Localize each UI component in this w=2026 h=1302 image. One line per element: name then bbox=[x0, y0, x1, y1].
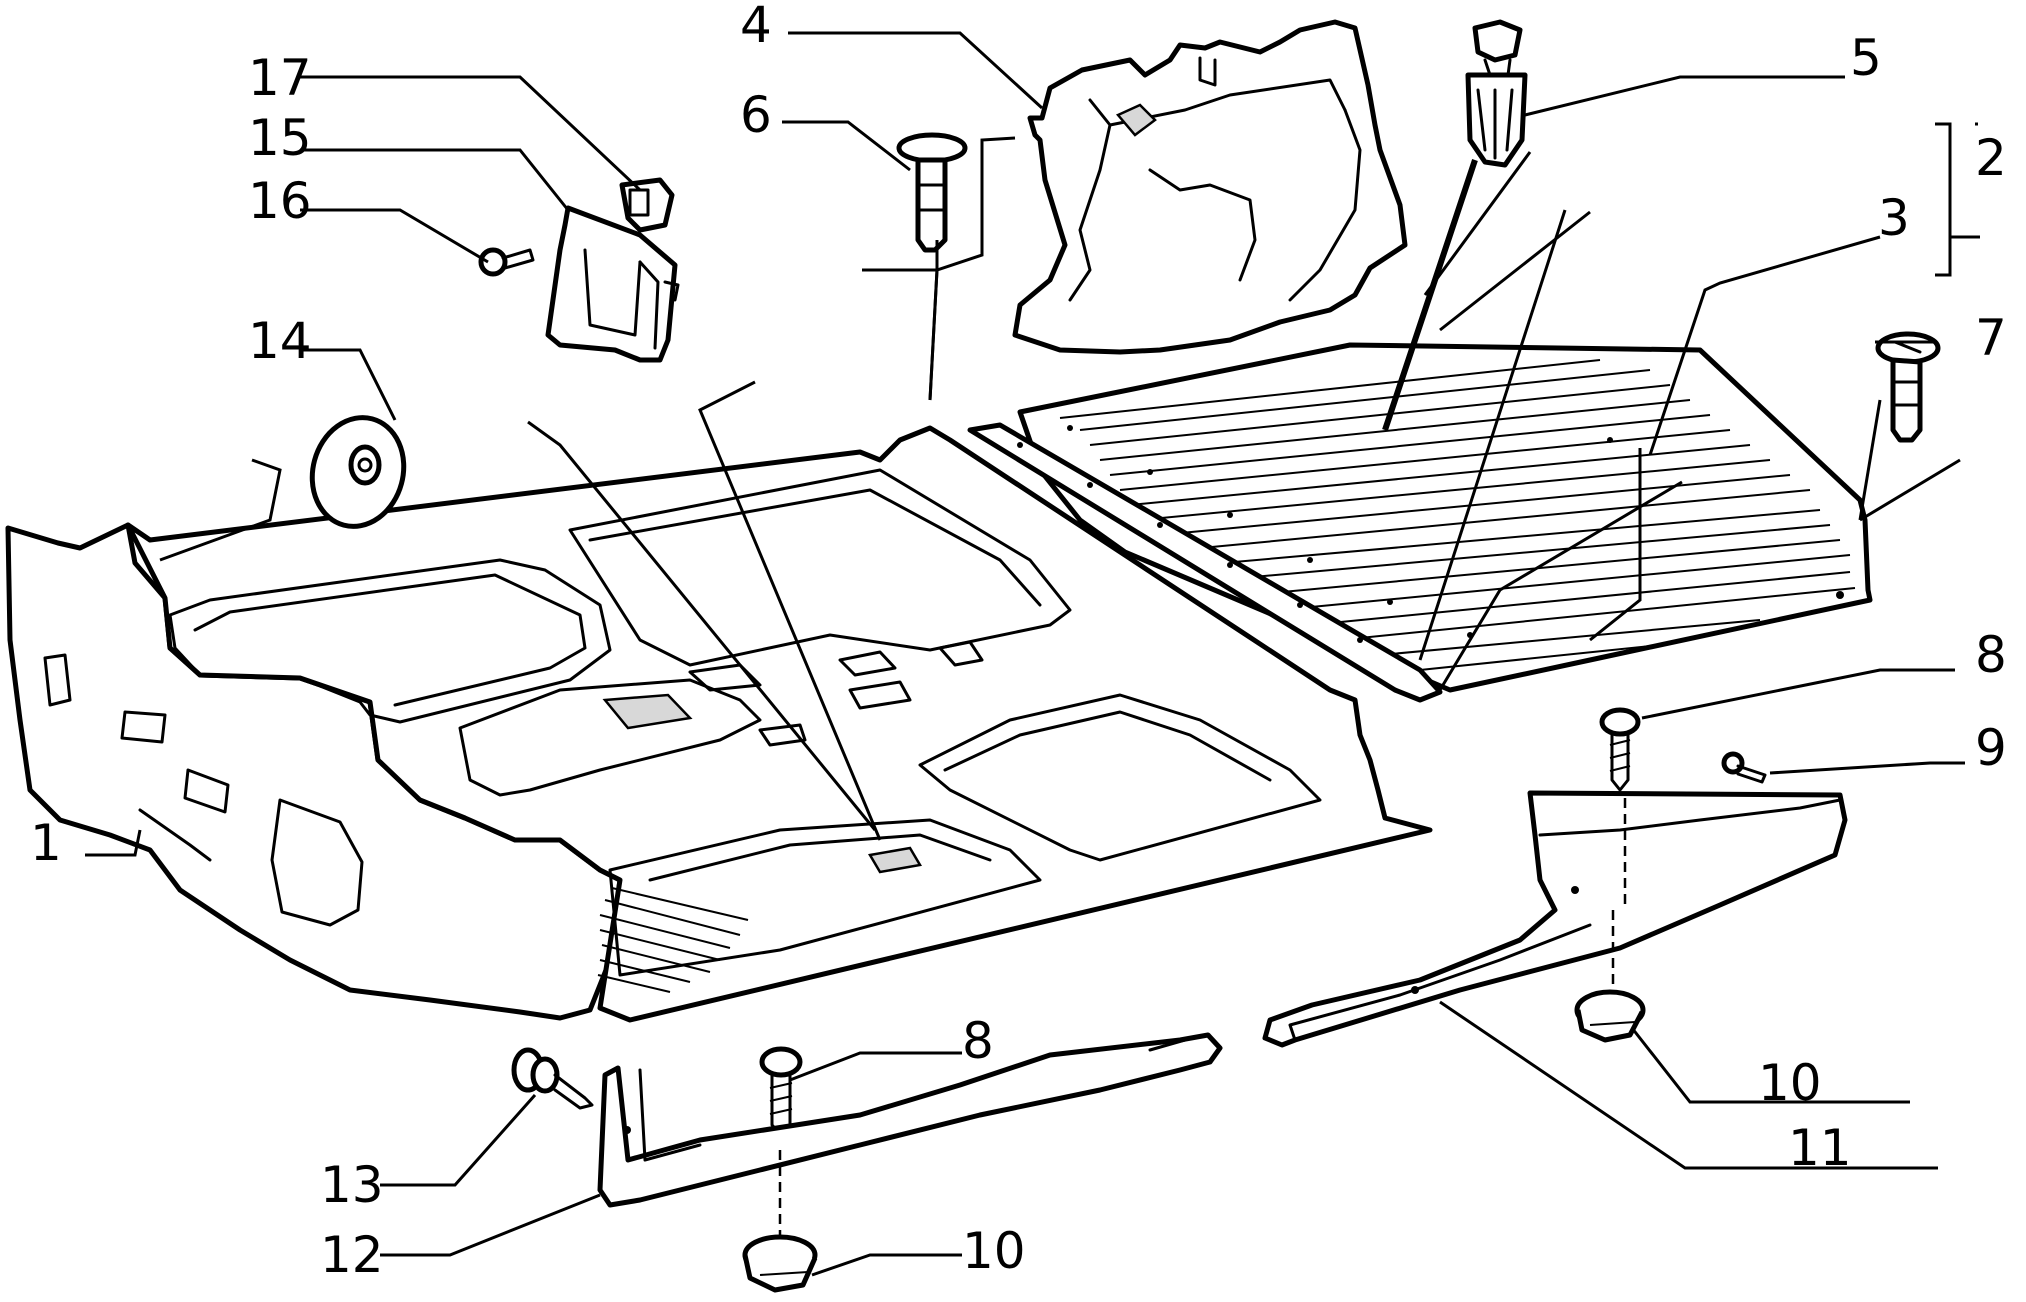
sill-corner-trim-12 bbox=[597, 1032, 1223, 1208]
cover-panel-15 bbox=[545, 205, 680, 363]
callout-16: 16 bbox=[248, 172, 312, 230]
callout-leaders bbox=[85, 31, 1980, 1277]
fastener-clip bbox=[1465, 19, 1528, 168]
sill-trim-strip-11 bbox=[1262, 790, 1848, 1048]
callout-5: 5 bbox=[1850, 29, 1882, 87]
callout-numbers: 4 6 5 2 3 7 8 9 10 11 17 15 16 14 1 13 1… bbox=[30, 0, 2007, 1284]
callout-17: 17 bbox=[248, 49, 312, 107]
callout-13: 13 bbox=[320, 1156, 384, 1214]
screw-8-right bbox=[1599, 707, 1641, 792]
callout-10-left: 10 bbox=[962, 1222, 1026, 1280]
side-trim-panel bbox=[1012, 19, 1408, 355]
push-pin-7 bbox=[1875, 331, 1941, 443]
callout-12: 12 bbox=[320, 1226, 384, 1284]
floor-carpet bbox=[5, 425, 1433, 1023]
callout-6: 6 bbox=[740, 86, 772, 144]
callout-4: 4 bbox=[740, 0, 772, 54]
clip-nut-17 bbox=[619, 177, 675, 233]
push-pin-6 bbox=[896, 132, 968, 253]
assembly-lines bbox=[159, 136, 1961, 1235]
callout-9: 9 bbox=[1975, 719, 2007, 777]
round-pad-14 bbox=[309, 415, 407, 529]
callout-2: 2 bbox=[1975, 129, 2007, 187]
callout-10-right: 10 bbox=[1758, 1054, 1822, 1112]
callout-8-left: 8 bbox=[962, 1012, 994, 1070]
callout-1: 1 bbox=[30, 814, 62, 872]
callout-14: 14 bbox=[248, 312, 312, 370]
screw-16 bbox=[478, 247, 535, 277]
grommet-plug-10-right bbox=[1574, 989, 1646, 1043]
callout-7: 7 bbox=[1975, 309, 2007, 367]
screw-9 bbox=[1721, 751, 1767, 784]
callout-11: 11 bbox=[1788, 1119, 1852, 1177]
floor-ribs bbox=[597, 887, 749, 993]
clip-fastener-13 bbox=[511, 1047, 594, 1110]
screw-8-left bbox=[759, 1046, 803, 1137]
callout-15: 15 bbox=[248, 109, 312, 167]
callout-3: 3 bbox=[1878, 189, 1910, 247]
grommet-plug-10-left bbox=[742, 1234, 818, 1293]
callout-8-right: 8 bbox=[1975, 626, 2007, 684]
